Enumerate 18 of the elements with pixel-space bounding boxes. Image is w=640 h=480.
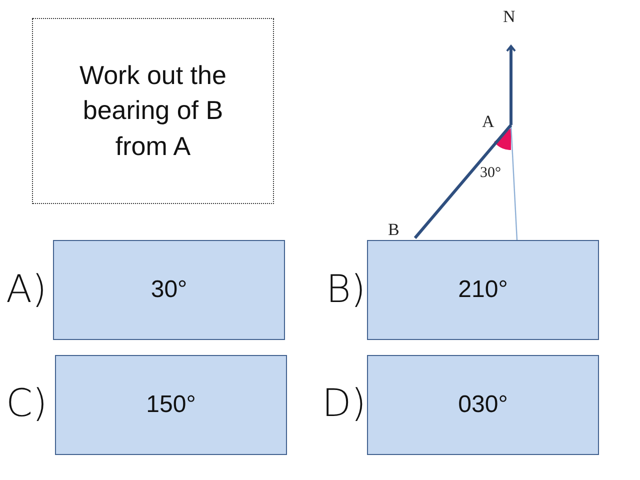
answer-text: 030° [458, 391, 508, 419]
answer-box [55, 355, 287, 455]
answer-text: 210° [458, 276, 508, 304]
point-label: A [482, 113, 494, 130]
compass-label: N [503, 8, 516, 25]
option-letter: A) [6, 270, 47, 308]
point-label: B [388, 221, 400, 238]
answer-text: 30° [150, 276, 188, 304]
answer-box [367, 355, 599, 455]
answer-box [53, 240, 285, 340]
question-text: Work out the bearing of B from A [78, 59, 228, 163]
answer-box [367, 240, 599, 340]
option-letter: C) [6, 384, 48, 422]
angle-label: 30° [480, 166, 501, 181]
answer-text: 150° [146, 391, 196, 419]
option-letter: D) [322, 384, 366, 422]
option-letter: B) [326, 270, 366, 308]
question-box [32, 18, 274, 204]
